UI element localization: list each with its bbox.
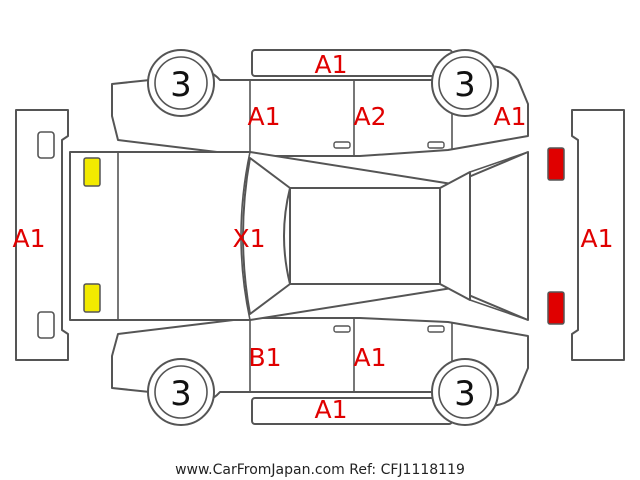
taillamp-left bbox=[547, 147, 565, 181]
wheel-front-right-grade: 3 bbox=[170, 374, 192, 414]
code-left-rear-door: A2 bbox=[353, 102, 386, 131]
code-roof-bottom: A1 bbox=[314, 395, 347, 424]
code-right-front-door: B1 bbox=[248, 343, 281, 372]
code-left-front-door: A1 bbox=[247, 102, 280, 131]
roof-rail-bottom bbox=[251, 397, 453, 425]
code-left-rear-quarter: A1 bbox=[493, 102, 526, 131]
rear-window bbox=[439, 171, 471, 301]
wheel-rear-right-grade: 3 bbox=[454, 374, 476, 414]
footer-reference: www.CarFromJapan.com Ref: CFJ1118119 bbox=[175, 462, 465, 478]
wheel-front-left: 3 bbox=[147, 49, 215, 117]
wheel-rear-right: 3 bbox=[431, 358, 499, 426]
code-roof-top: A1 bbox=[314, 50, 347, 79]
body-top-view bbox=[69, 151, 529, 321]
front-bumper bbox=[15, 109, 69, 361]
taillamp-right bbox=[547, 291, 565, 325]
windshield bbox=[242, 157, 291, 315]
code-right-rear-door: A1 bbox=[353, 343, 386, 372]
headlamp-left bbox=[83, 157, 101, 187]
code-front-bumper: A1 bbox=[12, 224, 45, 253]
code-rear-bumper: A1 bbox=[580, 224, 613, 253]
wheel-front-left-grade: 3 bbox=[170, 65, 192, 105]
roof-rail-top bbox=[251, 49, 453, 77]
roof bbox=[289, 187, 441, 285]
code-bonnet: X1 bbox=[232, 224, 265, 253]
rear-bumper bbox=[571, 109, 625, 361]
wheel-front-right: 3 bbox=[147, 358, 215, 426]
wheel-rear-left: 3 bbox=[431, 49, 499, 117]
headlamp-right bbox=[83, 283, 101, 313]
wheel-rear-left-grade: 3 bbox=[454, 65, 476, 105]
